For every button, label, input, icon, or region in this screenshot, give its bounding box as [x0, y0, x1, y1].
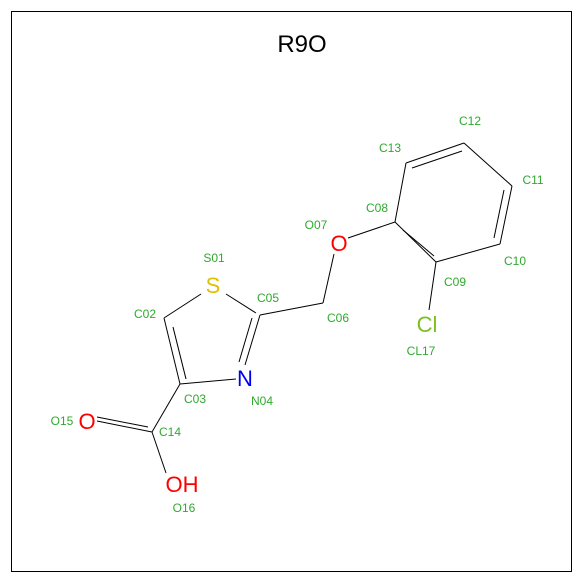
bond-c02-c03 — [163, 317, 181, 385]
bond-o07-c08 — [347, 221, 396, 239]
label-o07: O07 — [305, 218, 328, 232]
bond-c05-c06 — [259, 302, 324, 316]
bond-c13-c08 — [394, 162, 407, 223]
atom-o16-symbol: OH — [166, 472, 199, 497]
bond-c12-c13-inner — [411, 150, 463, 169]
label-c05: C05 — [257, 291, 279, 305]
bond-c02-c03-inner — [172, 326, 187, 380]
label-o16: O16 — [173, 501, 196, 515]
bond-c14-o15-inner — [96, 416, 149, 428]
molecule-title: R9O — [277, 31, 326, 58]
label-c08: C08 — [366, 201, 388, 215]
atom-cl17-symbol: Cl — [417, 312, 438, 337]
label-o15: O15 — [51, 414, 74, 428]
bond-c08-c09 — [394, 221, 437, 263]
label-c10: C10 — [504, 254, 526, 268]
atom-o15-symbol: O — [78, 409, 95, 434]
label-cl17: CL17 — [407, 344, 436, 358]
label-c02: C02 — [134, 307, 156, 321]
diagram-frame — [11, 11, 572, 572]
label-c09: C09 — [444, 275, 466, 289]
atom-n04-symbol: N — [237, 366, 253, 391]
atom-o07-symbol: O — [330, 231, 347, 256]
label-n04: N04 — [251, 394, 273, 408]
label-c06: C06 — [327, 311, 349, 325]
bond-c10-c11 — [499, 185, 513, 245]
label-c12: C12 — [459, 114, 481, 128]
bond-s01-c02 — [163, 293, 202, 319]
atom-s01-symbol: S — [206, 273, 221, 298]
label-c14: C14 — [159, 425, 181, 439]
bond-n04-c05-inner — [238, 317, 253, 363]
bond-c06-o07 — [322, 253, 335, 304]
label-s01: S01 — [203, 251, 225, 265]
bond-c10-c11-inner — [493, 189, 505, 239]
bond-c14-o15 — [96, 420, 153, 433]
bond-n04-c05 — [244, 314, 261, 366]
bond-s01-c05 — [225, 293, 257, 314]
bond-c09-cl17 — [428, 261, 437, 311]
bond-c12-c13 — [405, 142, 465, 164]
bond-c09-c10 — [435, 243, 501, 263]
bond-c11-c12 — [463, 142, 513, 187]
label-c11: C11 — [522, 173, 543, 187]
bond-c08-c09-inner — [402, 229, 435, 257]
bond-c14-o16 — [151, 431, 167, 474]
label-c03: C03 — [184, 392, 206, 406]
bond-c03-n04 — [179, 378, 237, 385]
bond-c03-c14 — [151, 383, 181, 433]
label-c13: C13 — [379, 141, 401, 155]
